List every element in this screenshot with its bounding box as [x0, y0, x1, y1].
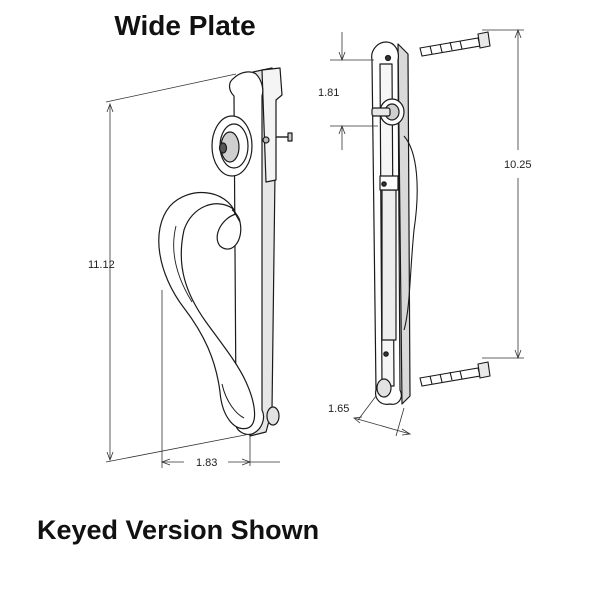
dim-plate-width: 1.65	[328, 403, 349, 415]
top-mounting-screw	[419, 31, 491, 57]
dim-handle-projection: 1.83	[196, 457, 217, 469]
mounting-screws	[419, 31, 491, 387]
spindle-block	[261, 67, 283, 183]
handle-side-view	[158, 67, 293, 437]
diagram-title: Wide Plate	[114, 10, 256, 41]
dim-overall-height: 11.12	[88, 259, 115, 271]
version-caption: Keyed Version Shown	[37, 515, 320, 545]
dim-screw-spacing: 10.25	[504, 159, 532, 171]
plate-rear-view	[371, 41, 418, 405]
dimension-annotations: 11.12 1.83 1.81 10.25 1.65	[88, 28, 532, 469]
dim-cylinder-offset: 1.81	[318, 87, 339, 99]
bottom-mounting-screw	[419, 361, 491, 387]
s-handle	[158, 192, 256, 430]
plate-pocket	[381, 189, 397, 341]
bottom-screw-boss	[266, 406, 280, 426]
